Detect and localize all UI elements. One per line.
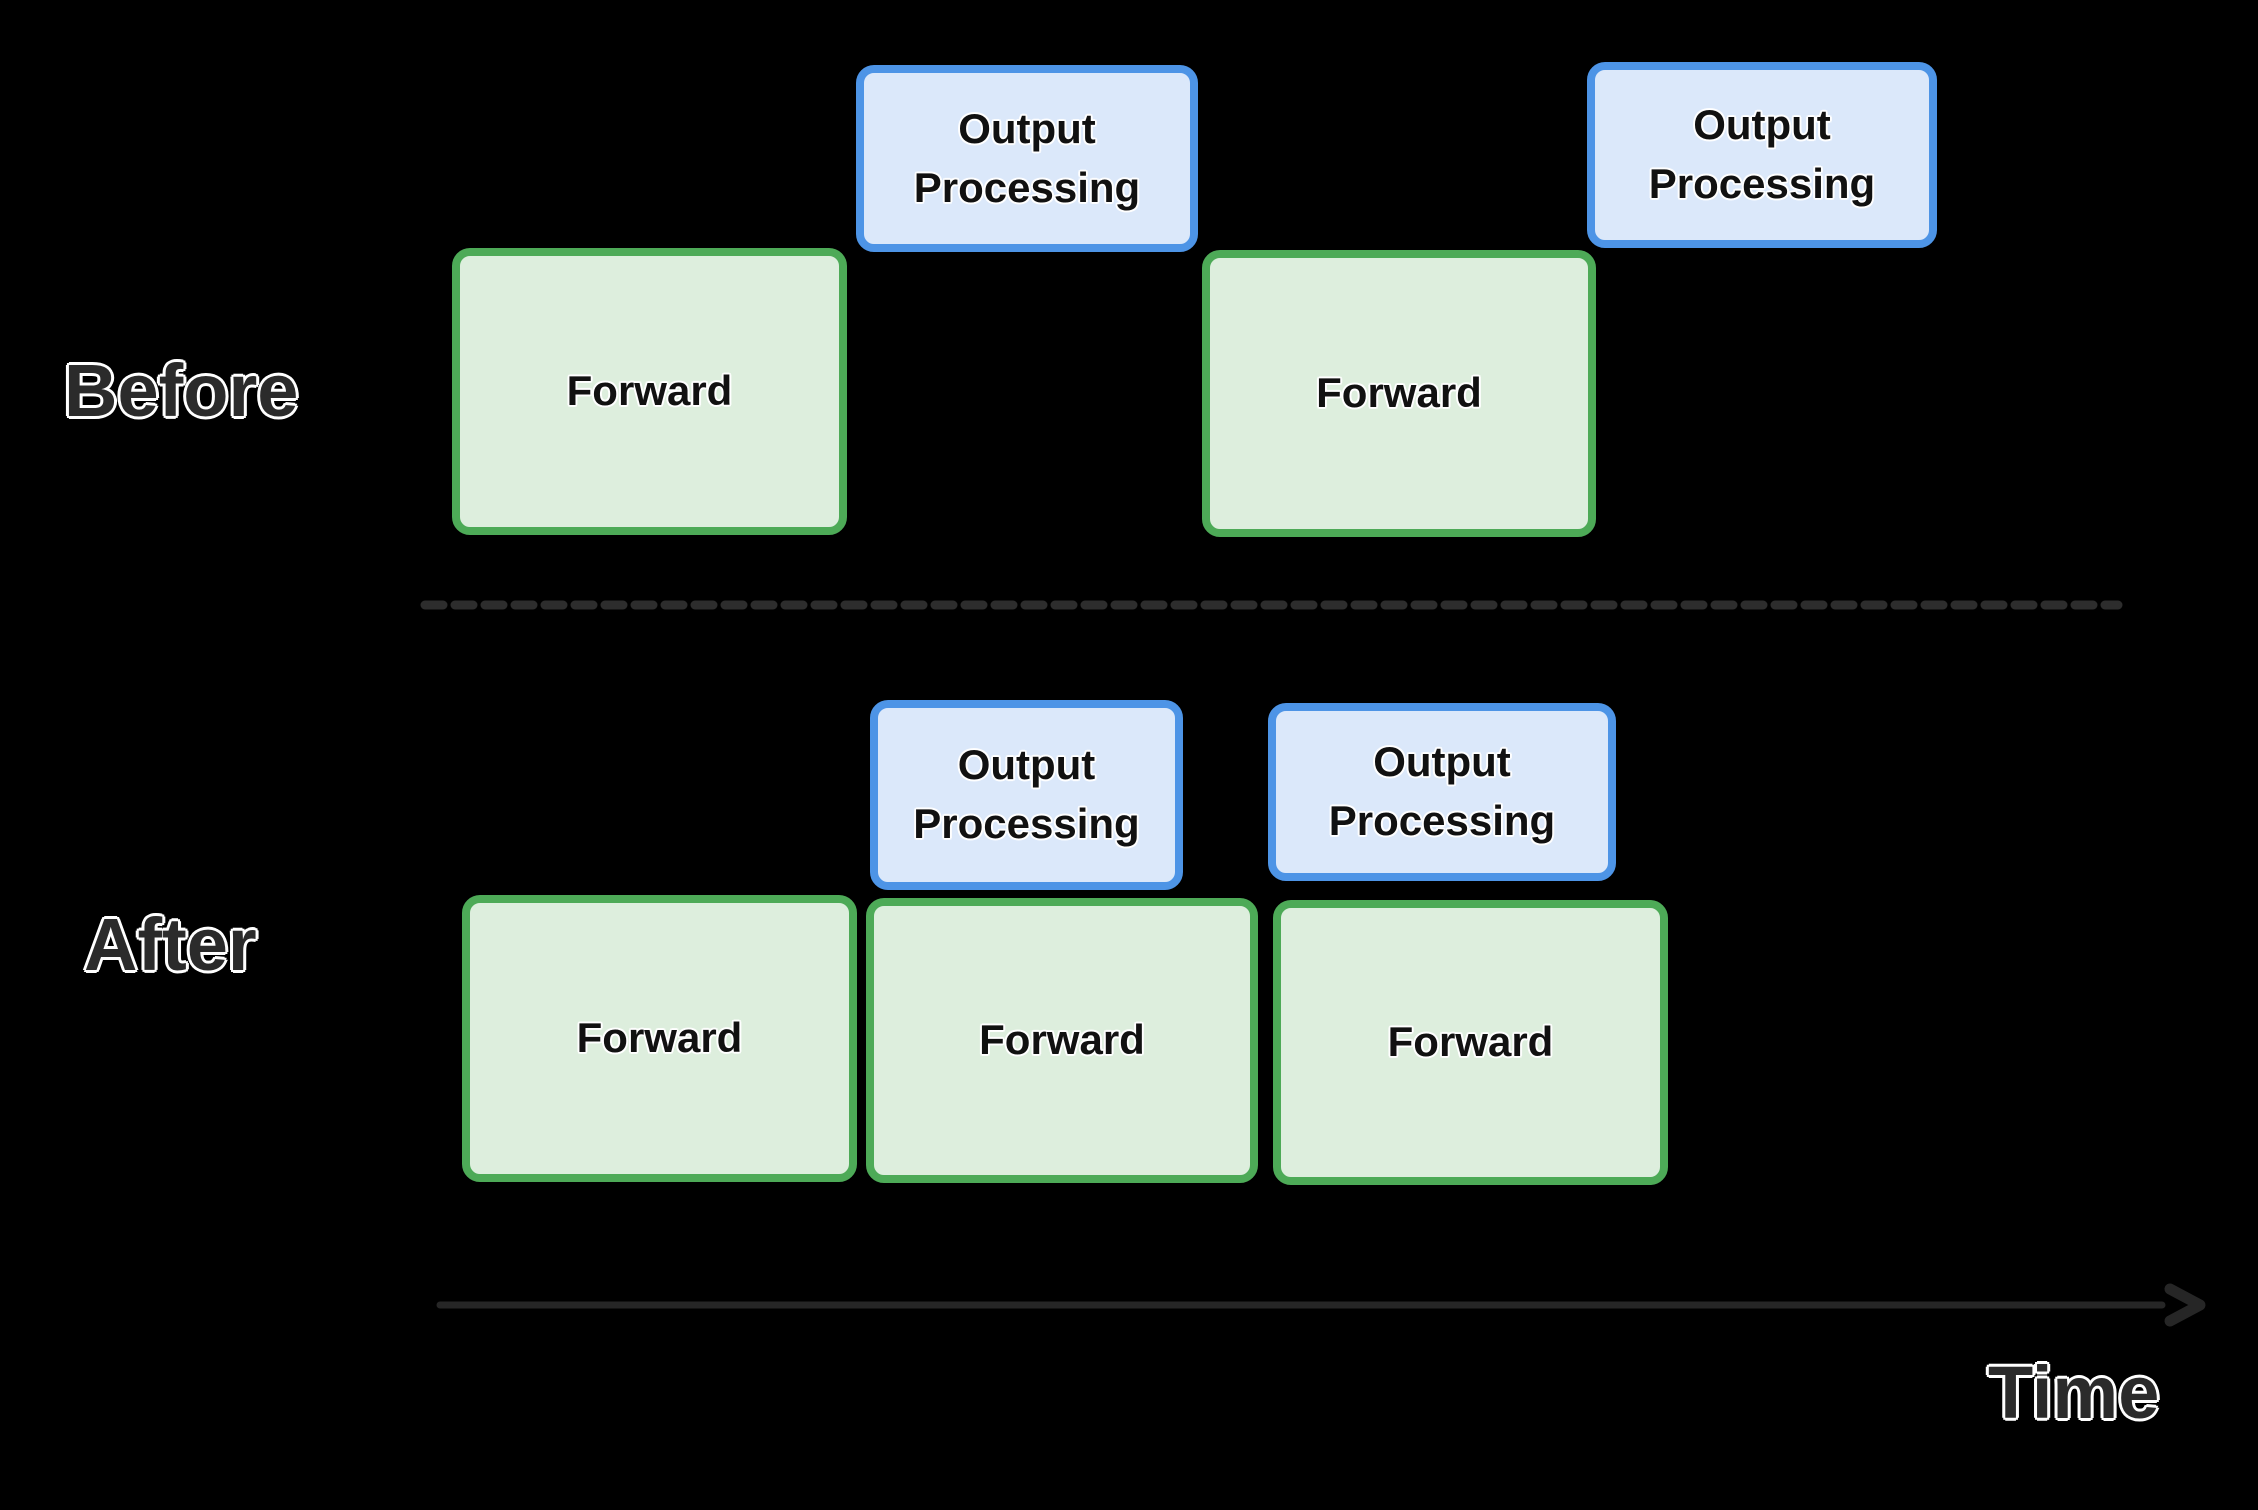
output-processing-box-label: Output Processing	[1328, 738, 1556, 844]
before-forward-box-2: Forward	[1202, 250, 1596, 537]
forward-box-label: Forward	[1316, 369, 1482, 417]
output-processing-box-label: Output Processing	[1648, 101, 1876, 207]
forward-box-label: Forward	[1387, 1018, 1554, 1066]
after-forward-box-1: Forward	[462, 895, 857, 1182]
forward-box-label: Forward	[576, 1014, 743, 1062]
after-output-processing-box-1: Output Processing	[870, 700, 1183, 890]
after-forward-box-2: Forward	[866, 898, 1258, 1183]
before-output-processing-box-2: Output Processing	[1587, 62, 1937, 248]
timeline-arrowhead-icon	[2164, 1283, 2206, 1327]
before-output-processing-box-1: Output Processing	[856, 65, 1198, 252]
output-processing-box-label: Output Processing	[913, 104, 1141, 211]
before-forward-box-1: Forward	[452, 248, 847, 535]
output-processing-box-label: Output Processing	[913, 741, 1140, 847]
before-row-label: Before	[64, 349, 299, 432]
after-forward-box-3: Forward	[1273, 900, 1668, 1185]
after-output-processing-box-2: Output Processing	[1268, 703, 1616, 881]
after-row-label: After	[84, 903, 257, 986]
time-axis-label: Time	[1988, 1351, 2160, 1434]
forward-box-label: Forward	[979, 1016, 1145, 1064]
forward-box-label: Forward	[566, 367, 733, 415]
